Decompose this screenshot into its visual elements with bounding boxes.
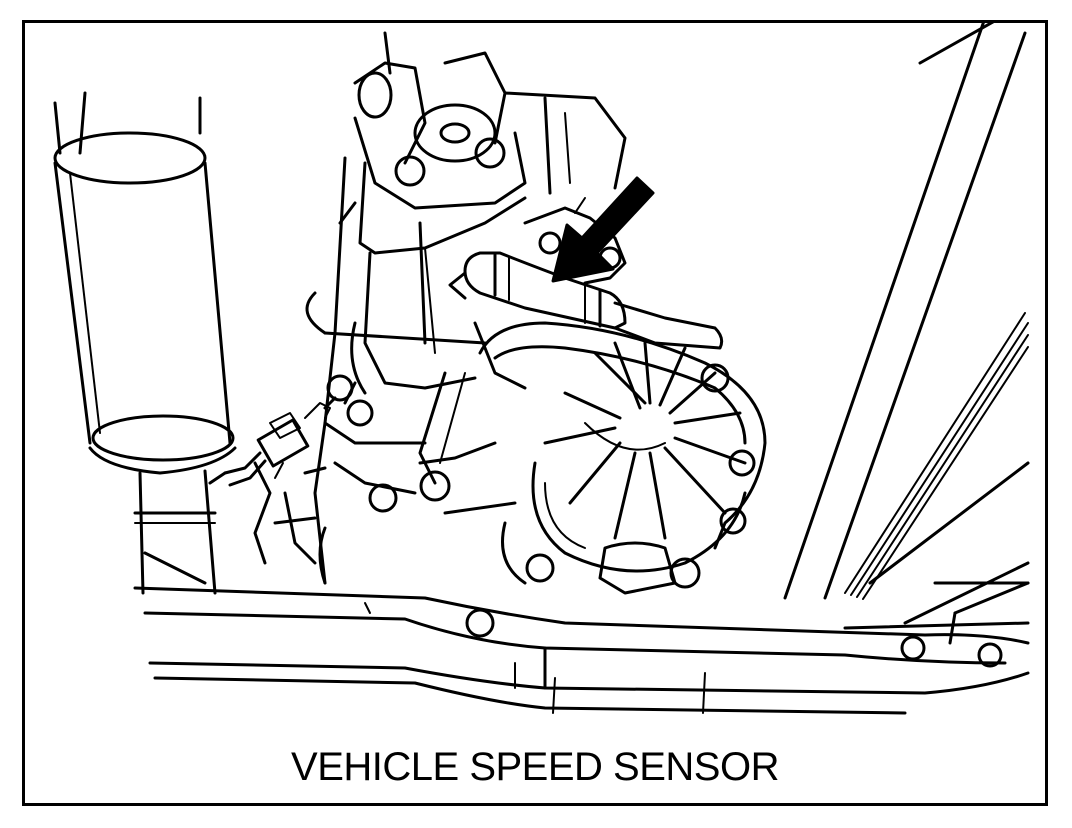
transmission-mount [353,31,627,210]
frame-rails [783,23,1030,630]
final-drive-cover [443,321,767,595]
figure-frame: VEHICLE SPEED SENSOR [22,20,1048,806]
speed-sensor-assembly [448,197,724,350]
crossmember [133,581,1030,715]
arrow-icon [551,176,655,283]
transmission-case [253,156,527,585]
figure-caption: VEHICLE SPEED SENSOR [291,745,779,789]
exhaust-muffler [53,91,237,595]
harness-connector [208,396,337,487]
transmission-illustration [53,23,1030,715]
